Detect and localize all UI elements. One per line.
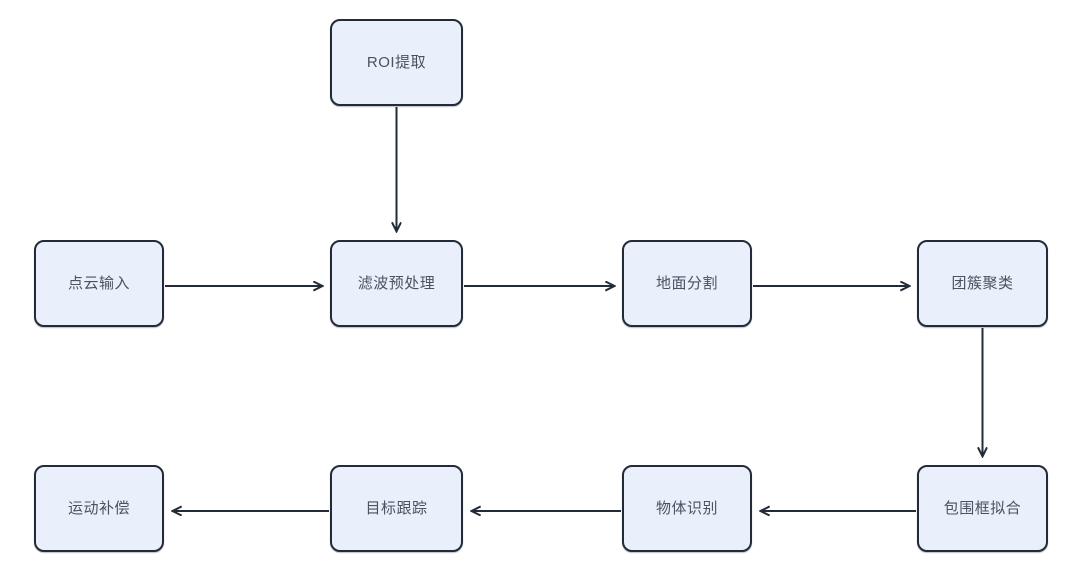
node-label: 运动补偿 — [67, 500, 130, 517]
node-roi-extraction[interactable]: ROI提取 — [330, 19, 463, 106]
node-object-recognition[interactable]: 物体识别 — [622, 465, 752, 552]
node-label: 团簇聚类 — [951, 275, 1014, 292]
node-cluster-clustering[interactable]: 团簇聚类 — [917, 240, 1048, 327]
node-target-tracking[interactable]: 目标跟踪 — [330, 465, 463, 552]
node-motion-compensation[interactable]: 运动补偿 — [34, 465, 164, 552]
node-label: 目标跟踪 — [365, 500, 428, 517]
node-label: ROI提取 — [366, 54, 427, 71]
node-label: 滤波预处理 — [357, 275, 436, 292]
node-point-cloud-input[interactable]: 点云输入 — [34, 240, 164, 327]
node-bounding-box-fitting[interactable]: 包围框拟合 — [917, 465, 1048, 552]
node-filter-preprocessing[interactable]: 滤波预处理 — [330, 240, 463, 327]
node-ground-segmentation[interactable]: 地面分割 — [622, 240, 752, 327]
node-label: 点云输入 — [67, 275, 130, 292]
node-label: 包围框拟合 — [943, 500, 1022, 517]
node-label: 物体识别 — [655, 500, 718, 517]
node-label: 地面分割 — [655, 275, 718, 292]
